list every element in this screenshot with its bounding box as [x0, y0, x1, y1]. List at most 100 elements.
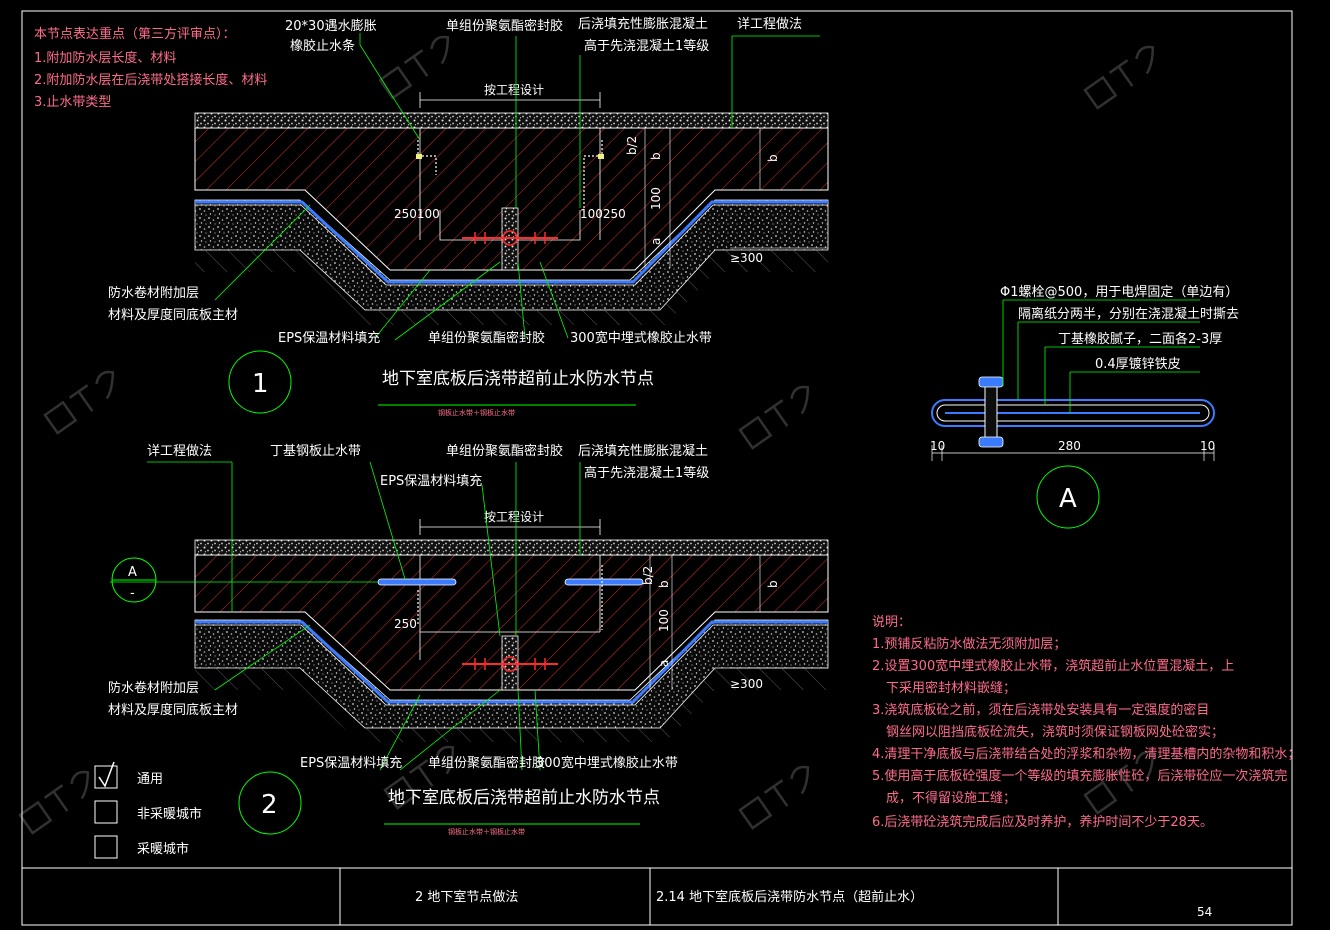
dim-a: a [649, 238, 663, 245]
label-steel-plate: 丁基钢板止水带 [270, 444, 361, 459]
note-line: 5.使用高于底板砼强度一个等级的填充膨胀性砼，后浇带砼应一次浇筑完 [872, 768, 1287, 784]
dim-line [644, 128, 761, 268]
legend-label: 通用 [137, 772, 163, 787]
waterproof-membrane [195, 200, 828, 284]
waterstop-bulb [502, 230, 518, 246]
label-eps: EPS保温材料填充 [278, 330, 380, 346]
drawing-title: 2.14 地下室底板后浇带防水节点（超前止水） [656, 889, 923, 905]
label-eps-bottom: EPS保温材料填充 [300, 755, 402, 771]
strip-marker [416, 154, 422, 159]
note-line: 钢丝网以阻挡底板砼流失，浇筑时须保证钢板网处砼密实； [886, 724, 1224, 740]
steel-plate-waterstop [564, 578, 644, 586]
swelling-strip [417, 140, 437, 175]
legend-checkbox[interactable] [94, 835, 118, 859]
dim-line [419, 92, 601, 108]
dim-right: 10 [1200, 439, 1215, 453]
dim-line [419, 519, 601, 535]
label-swelling-strip: 橡胶止水条 [290, 38, 355, 54]
label-eps-top: EPS保温材料填充 [380, 473, 482, 489]
label-swelling-strip: 20*30遇水膨胀 [285, 19, 377, 34]
leader-lines [1002, 300, 1071, 413]
detail-letter: A [1059, 484, 1077, 514]
leader-lines [214, 204, 569, 341]
dim-line [649, 555, 761, 690]
detail-number: 1 [252, 369, 269, 399]
label-see-project: 详工程做法 [737, 17, 802, 32]
membrane-edge [195, 624, 828, 706]
detail-number-circle [228, 350, 292, 414]
dim-b-half: b/2 [641, 566, 655, 585]
swelling-strip [583, 140, 603, 210]
bolt-head [978, 376, 1004, 388]
leader-lines [147, 461, 581, 637]
note-line: 下采用密封材料嵌缝； [886, 680, 1016, 696]
legend: 通用 非采暖城市 采暖城市 [94, 761, 202, 859]
note-line: 6.后浇带砼浇筑完成后应及时养护，养护时间不少于28天。 [872, 814, 1213, 830]
focus-note-item: 1.附加防水层长度、材料 [34, 50, 176, 66]
dim-b: b [766, 580, 780, 588]
pour-strip-edge [419, 128, 601, 240]
waterstop-ribs [474, 658, 546, 670]
legend-checkbox[interactable] [94, 800, 118, 824]
note-line: 4.清理干净底板与后浇带结合处的浮浆和杂物，清理基槽内的杂物和积水； [872, 746, 1300, 762]
label-extra-layer: 防水卷材附加层 [108, 680, 199, 696]
detail-2-section: 按工程设计 250 b/2 b 100 a b ≥300 A - 详工程做法 丁… [108, 443, 829, 836]
label-extra-layer: 防水卷材附加层 [108, 285, 199, 301]
label-concrete: 高于先浇混凝土1等级 [584, 38, 709, 54]
watermark-group [18, 35, 1155, 835]
dim-100: 100 [649, 187, 663, 210]
note-line: 1.预铺反粘防水做法无须附加层； [872, 636, 1066, 652]
notes-block: 说明： 1.预铺反粘防水做法无须附加层； 2.设置300宽中埋式橡胶止水带，浇筑… [872, 615, 1300, 830]
soil [195, 668, 828, 742]
label-bolt: Φ1螺栓@500，用于电焊固定（单边有） [1000, 284, 1238, 300]
detail-title: 地下室底板后浇带超前止水防水节点 [388, 788, 660, 808]
dim-right: 100250 [580, 207, 626, 221]
strip-marker [598, 154, 604, 159]
label-extra-layer: 材料及厚度同底板主材 [108, 307, 238, 323]
focus-note-item: 2.附加防水层在后浇带处搭接长度、材料 [34, 72, 267, 88]
soil [195, 250, 828, 325]
dim-left: 250100 [394, 207, 440, 221]
detail-number: 2 [261, 790, 278, 820]
dim-left: 10 [930, 439, 945, 453]
focus-note-heading: 本节点表达重点（第三方评审点）： [34, 26, 236, 42]
waterproof-membrane [195, 620, 828, 704]
detail-title: 地下室底板后浇带超前止水防水节点 [382, 369, 654, 389]
detail-subtitle: 钢板止水带＋钢板止水带 [448, 827, 525, 836]
bolt [984, 385, 998, 439]
focus-note-item: 3.止水带类型 [34, 95, 111, 110]
title-block: 2 地下室节点做法 2.14 地下室底板后浇带防水节点（超前止水） 54 [22, 867, 1292, 925]
dim-design: 按工程设计 [484, 509, 544, 524]
protective-layer [194, 112, 829, 129]
label-concrete: 高于先浇混凝土1等级 [584, 465, 709, 481]
legend-label: 采暖城市 [137, 841, 189, 857]
dim-b: b [649, 152, 663, 160]
membrane-edge [195, 204, 828, 286]
leader-lines [1003, 299, 1200, 373]
waterstop-ribs [474, 232, 546, 244]
detail-1-section: 按工程设计 250100 100250 b/2 b 100 a b ≥300 2… [108, 16, 829, 417]
label-concrete: 后浇填充性膨胀混凝土 [578, 443, 708, 459]
note-line: 2.设置300宽中埋式橡胶止水带，浇筑超前止水位置混凝土，上 [872, 658, 1234, 674]
detail-a-section: Φ1螺栓@500，用于电焊固定（单边有） 隔离纸分两半，分别在浇混凝土时撕去 丁… [930, 284, 1239, 529]
focus-note: 本节点表达重点（第三方评审点）： 1.附加防水层长度、材料 2.附加防水层在后浇… [34, 26, 267, 110]
waterstop-bulb [502, 656, 518, 672]
leader-lines [214, 624, 541, 771]
legend-label: 非采暖城市 [137, 806, 202, 822]
dim-left: 250 [394, 617, 417, 631]
detail-number-circle [1036, 465, 1100, 529]
bolt-nut [978, 436, 1004, 448]
section-mark-dash: - [130, 586, 135, 601]
waterstop-inner [936, 404, 1210, 422]
leader-lines [359, 33, 820, 208]
dim-b: b [657, 580, 671, 588]
label-see-project: 详工程做法 [147, 444, 212, 459]
steel-plate-waterstop [377, 578, 457, 586]
legend-checkbox[interactable] [94, 765, 118, 789]
notes-heading: 说明： [872, 615, 911, 630]
label-extra-layer: 材料及厚度同底板主材 [108, 702, 238, 718]
label-butyl: 丁基橡胶腻子，二面各2-3厚 [1058, 331, 1222, 347]
dim-ge300: ≥300 [730, 251, 763, 265]
dim-b: b [766, 154, 780, 162]
